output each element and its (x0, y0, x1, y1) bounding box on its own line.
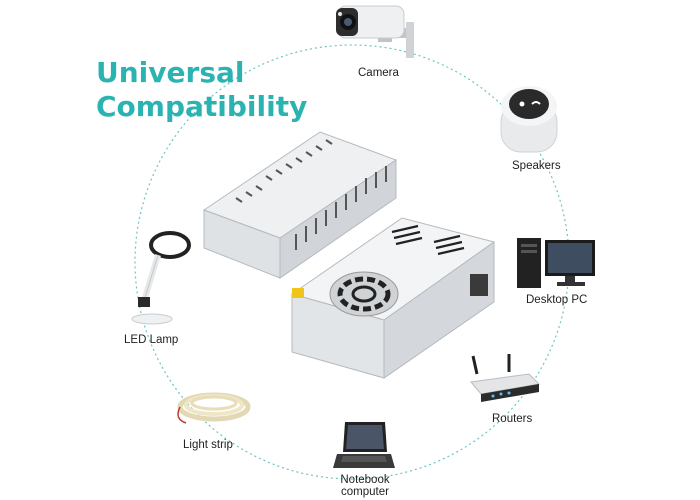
laptop-icon (333, 418, 395, 472)
headline-line-2: Compatibility (96, 90, 308, 123)
power-supply-icon (196, 126, 496, 382)
smart-speaker-icon (498, 84, 560, 156)
desktop-pc-icon (515, 236, 601, 290)
device-label-camera: Camera (358, 67, 399, 79)
led-strip-icon (172, 385, 258, 431)
device-label-speakers: Speakers (512, 160, 561, 172)
device-label-light-strip: Light strip (183, 439, 233, 451)
device-label-notebook-computer: Notebook computer (340, 474, 390, 498)
router-icon (469, 352, 541, 408)
desk-lamp-icon (128, 227, 192, 327)
device-label-desktop-pc: Desktop PC (526, 294, 588, 306)
device-label-routers: Routers (492, 413, 533, 425)
security-camera-icon (330, 0, 420, 62)
headline-line-1: Universal (96, 56, 245, 89)
device-label-led-lamp: LED Lamp (124, 334, 179, 346)
headline: Universal Compatibility (96, 56, 307, 124)
